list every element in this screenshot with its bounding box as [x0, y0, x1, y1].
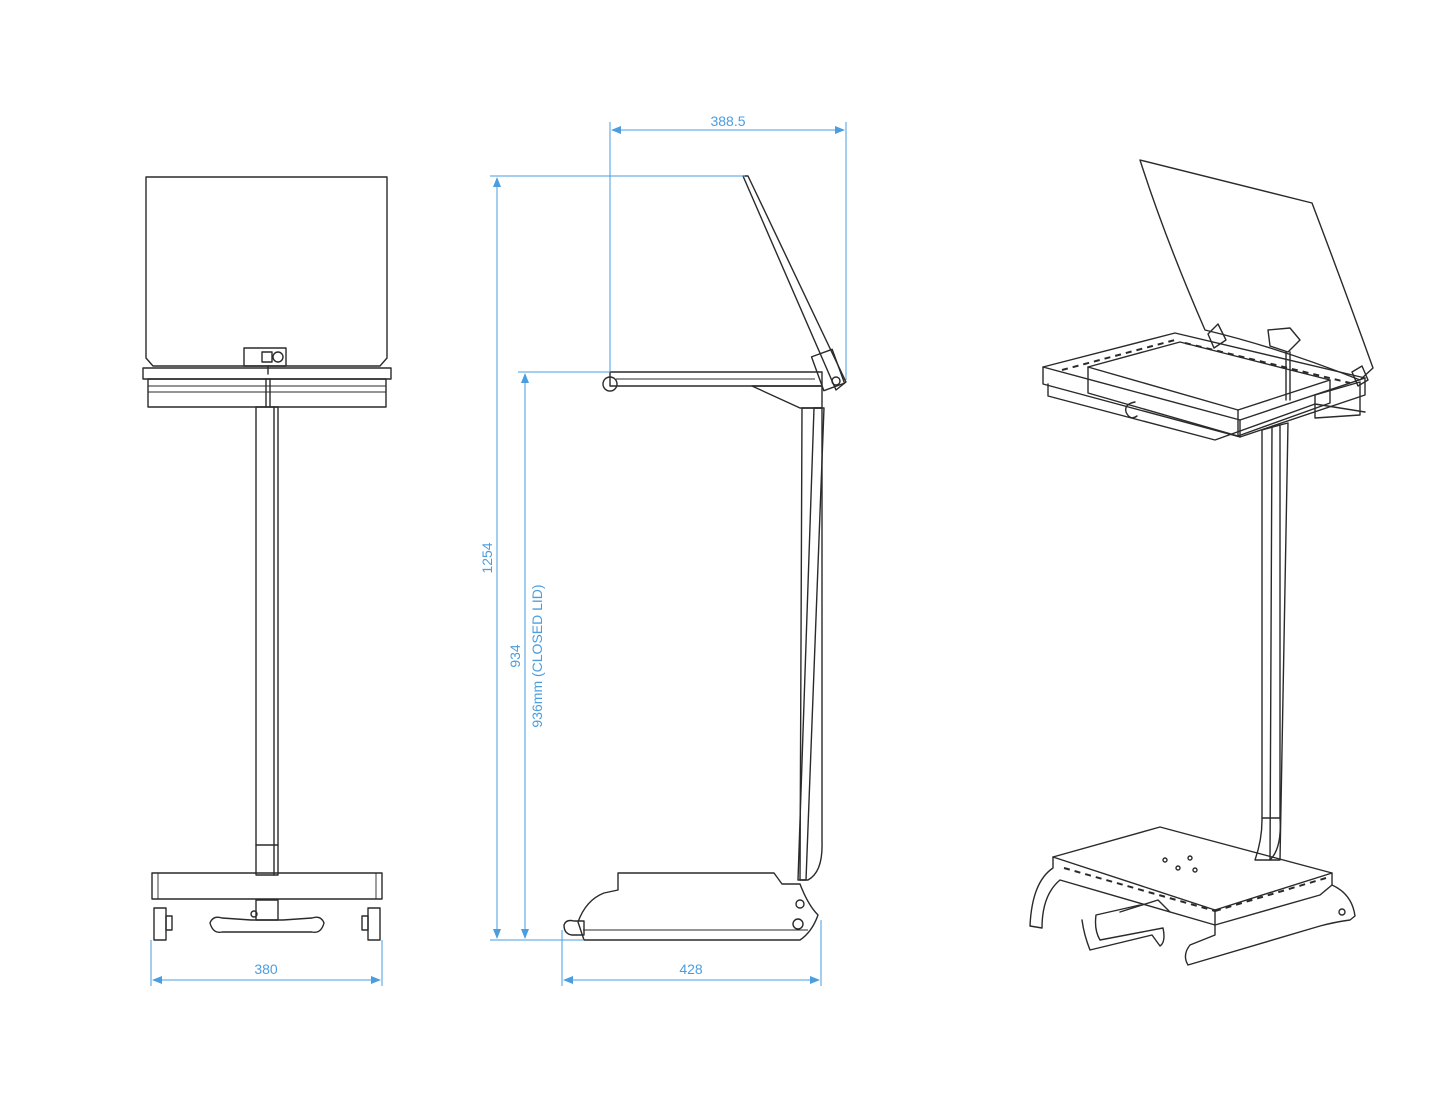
iso-view — [1029, 159, 1374, 966]
side-pedal — [563, 919, 585, 936]
side-post — [799, 407, 823, 881]
dim-overall-height: 1254 — [479, 542, 495, 573]
dim-front-width: 380 — [254, 961, 278, 977]
dim-side-top-width: 388.5 — [710, 113, 745, 129]
dim-side-base-width: 428 — [679, 961, 703, 977]
front-foot-right — [367, 907, 381, 941]
front-pedal — [209, 916, 325, 933]
front-pole — [255, 406, 279, 876]
front-frame-tray — [147, 378, 387, 408]
iso-runner-right — [1184, 872, 1356, 966]
iso-runner-left — [1029, 856, 1216, 929]
side-view — [563, 175, 847, 941]
iso-base-plate — [1052, 826, 1333, 911]
iso-frame-slots-left — [1061, 339, 1176, 371]
dimensions: 380 388.5 428 1254 934 936mm (CLOSED LID… — [150, 113, 847, 986]
side-lid-plate — [742, 175, 847, 391]
iso-handle-ring — [1125, 401, 1138, 419]
side-handle-ring — [602, 376, 618, 392]
iso-pedal — [1081, 904, 1165, 951]
side-bracket — [751, 385, 823, 409]
side-base — [577, 872, 819, 941]
iso-lid — [1139, 159, 1374, 381]
iso-bracket — [1314, 381, 1361, 419]
side-frame — [609, 371, 823, 387]
front-lid-board — [145, 176, 388, 367]
iso-post — [1254, 424, 1281, 861]
side-rod — [797, 407, 825, 881]
side-hinge — [810, 348, 846, 392]
dim-closed-lid-note: 936mm (CLOSED LID) — [529, 584, 545, 727]
front-latch — [243, 347, 287, 375]
dim-lid-height: 934 — [507, 644, 523, 668]
iso-tray-box — [1087, 366, 1239, 437]
front-view — [142, 176, 392, 941]
front-foot-left — [153, 907, 167, 941]
iso-base-slots — [1063, 867, 1327, 912]
front-base — [151, 872, 383, 900]
front-frame-rim — [142, 367, 392, 380]
